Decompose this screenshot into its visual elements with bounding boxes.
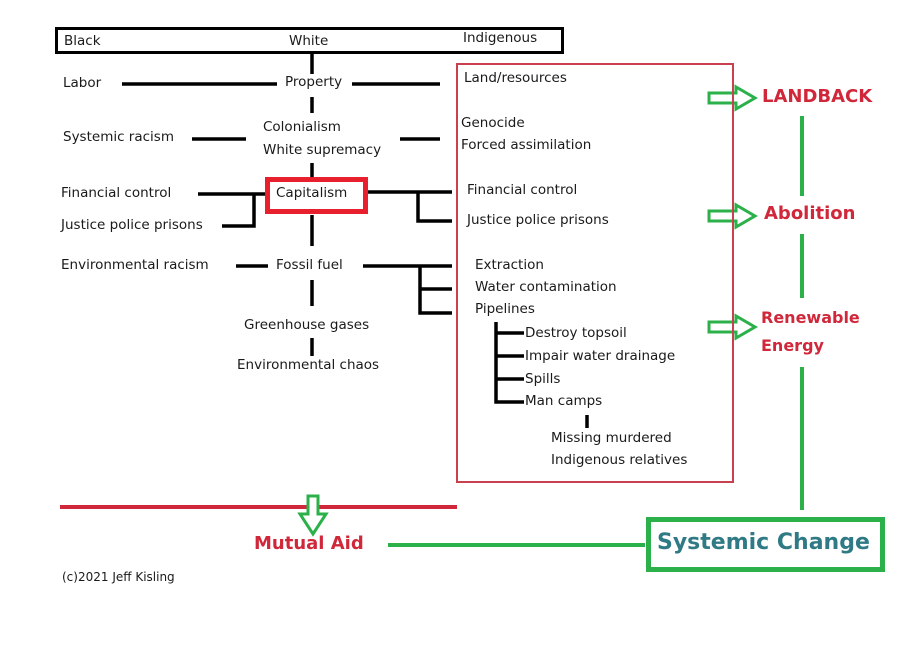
label-labor: Labor <box>63 75 102 91</box>
indigenous-impacts-box <box>456 63 734 483</box>
label-land-resources: Land/resources <box>464 70 567 86</box>
solution-abolition: Abolition <box>764 203 856 224</box>
header-white: White <box>289 33 329 49</box>
label-pipelines: Pipelines <box>475 301 535 317</box>
label-genocide: Genocide <box>461 115 525 131</box>
line-pipelines-bracket <box>494 322 524 404</box>
header-indigenous: Indigenous <box>463 30 538 46</box>
label-systemic-racism: Systemic racism <box>63 129 174 145</box>
solution-renewable-line2: Energy <box>761 336 824 355</box>
header-black: Black <box>64 33 101 49</box>
label-env-chaos: Environmental chaos <box>237 357 380 373</box>
line-fossil-bracket <box>418 266 452 315</box>
solution-mutual-aid: Mutual Aid <box>254 533 364 554</box>
line-justice-bracket <box>222 194 256 228</box>
systemic-change-label: Systemic Change <box>657 530 870 555</box>
solution-landback: LANDBACK <box>762 86 873 107</box>
label-financial-control-left: Financial control <box>61 185 172 201</box>
solution-renewable-line1: Renewable <box>761 308 860 327</box>
label-destroy-topsoil: Destroy topsoil <box>525 325 627 341</box>
label-justice-right: Justice police prisons <box>467 212 609 228</box>
label-colonialism: Colonialism <box>263 119 341 135</box>
systemic-change-box <box>646 517 885 572</box>
label-spills: Spills <box>525 371 561 387</box>
label-missing-murdered: Missing murdered <box>551 430 672 446</box>
label-water-contamination: Water contamination <box>475 279 617 295</box>
label-justice-left: Justice police prisons <box>61 217 203 233</box>
label-white-supremacy: White supremacy <box>263 142 382 158</box>
label-financial-control-right: Financial control <box>467 182 578 198</box>
label-forced-assimilation: Forced assimilation <box>461 137 592 153</box>
label-extraction: Extraction <box>475 257 544 273</box>
label-indigenous-relatives: Indigenous relatives <box>551 452 688 468</box>
label-fossil-fuel: Fossil fuel <box>276 257 343 273</box>
label-man-camps: Man camps <box>525 393 603 409</box>
header-box <box>55 27 564 54</box>
label-capitalism: Capitalism <box>276 185 348 201</box>
capitalism-box <box>265 177 368 214</box>
copyright-text: (c)2021 Jeff Kisling <box>62 570 175 584</box>
arrow-down-mutual-aid-icon <box>297 494 329 537</box>
label-impair-drainage: Impair water drainage <box>525 348 676 364</box>
label-property: Property <box>285 74 343 90</box>
label-greenhouse: Greenhouse gases <box>244 317 370 333</box>
label-env-racism: Environmental racism <box>61 257 209 273</box>
line-right-justice-bracket <box>416 192 452 223</box>
